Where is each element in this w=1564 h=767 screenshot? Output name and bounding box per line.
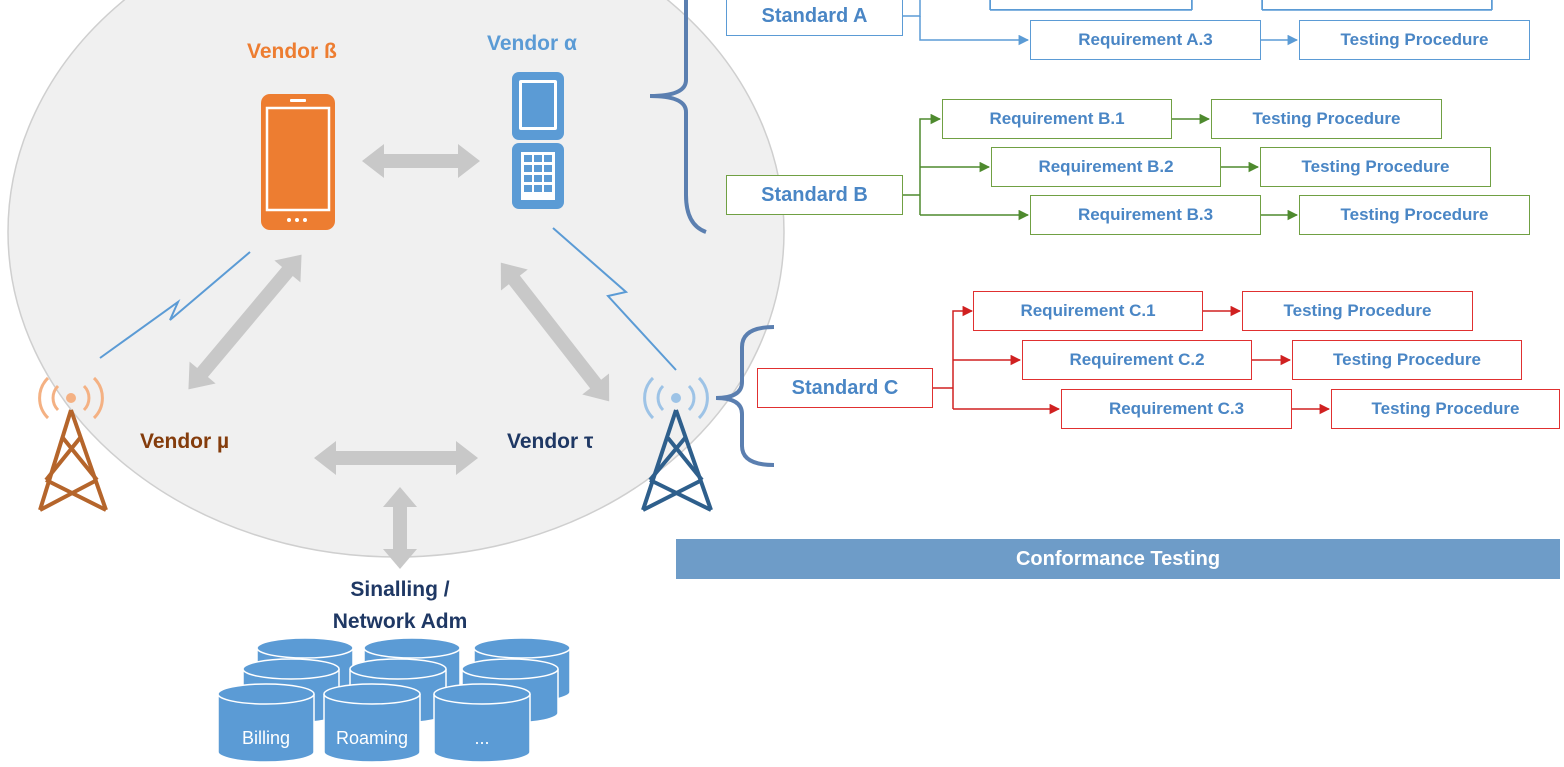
interop-ellipse xyxy=(7,0,785,558)
connectors-c xyxy=(933,305,1331,415)
signalling-label-line2: Network Adm xyxy=(332,610,468,633)
vendor-beta-label: Vendor ß xyxy=(247,40,337,63)
arrow-beta-mu xyxy=(188,254,302,390)
flip-phone-icon xyxy=(512,72,564,209)
wireless-link-right xyxy=(552,227,677,371)
database-stack-icon xyxy=(217,637,571,763)
signal-waves-left-icon xyxy=(38,376,104,420)
procedure-b2-box: Testing Procedure xyxy=(1260,147,1491,187)
arrow-beta-alpha xyxy=(362,144,480,178)
tower-icon-left xyxy=(38,409,108,512)
arrow-mu-tau xyxy=(314,441,478,475)
procedure-a3-box: Testing Procedure xyxy=(1299,20,1530,60)
db-more-label: ... xyxy=(474,728,490,748)
procedure-c2-box: Testing Procedure xyxy=(1292,340,1522,380)
requirement-b2-box: Requirement B.2 xyxy=(991,147,1221,187)
signalling-label-line1: Sinalling / xyxy=(350,578,450,601)
db-billing-label: Billing xyxy=(241,728,291,748)
signal-waves-right-icon xyxy=(643,376,709,420)
brace-ab xyxy=(649,0,707,234)
requirement-c2-box: Requirement C.2 xyxy=(1022,340,1252,380)
db-row-front xyxy=(217,683,531,763)
arrow-signalling xyxy=(383,487,417,569)
standard-a-box xyxy=(990,0,1192,10)
procedure-b1-box: Testing Procedure xyxy=(1211,99,1442,139)
requirement-b1-box: Requirement B.1 xyxy=(942,99,1172,139)
requirement-a3-box: Requirement A.3 xyxy=(1030,20,1261,60)
standard-a-label-box: Standard A xyxy=(726,0,903,36)
procedure-c1-box: Testing Procedure xyxy=(1242,291,1473,331)
wireless-link-left xyxy=(99,251,251,359)
interop-arrows xyxy=(188,144,610,569)
vendor-alpha-label: Vendor α xyxy=(487,32,577,55)
procedure-c3-box: Testing Procedure xyxy=(1331,389,1560,429)
db-roaming-label: Roaming xyxy=(335,728,409,748)
standard-b-label-box: Standard B xyxy=(726,175,903,215)
requirement-c1-box: Requirement C.1 xyxy=(973,291,1203,331)
standard-c-label-box: Standard C xyxy=(757,368,933,408)
requirement-b3-box: Requirement B.3 xyxy=(1030,195,1261,235)
procedure-b3-box: Testing Procedure xyxy=(1299,195,1530,235)
vendor-tau-label: Vendor τ xyxy=(507,430,594,453)
standard-a-procedure-partial-box xyxy=(1262,0,1492,10)
connectors-b xyxy=(903,113,1299,221)
arrow-alpha-tau xyxy=(500,262,610,402)
tower-icon-right xyxy=(641,409,713,512)
conformance-testing-banner: Conformance Testing xyxy=(676,539,1560,579)
requirement-c3-box: Requirement C.3 xyxy=(1061,389,1292,429)
brace-c xyxy=(715,325,775,467)
smartphone-icon xyxy=(261,94,335,230)
vendor-mu-label: Vendor µ xyxy=(140,430,230,453)
connectors-a xyxy=(903,0,1493,46)
